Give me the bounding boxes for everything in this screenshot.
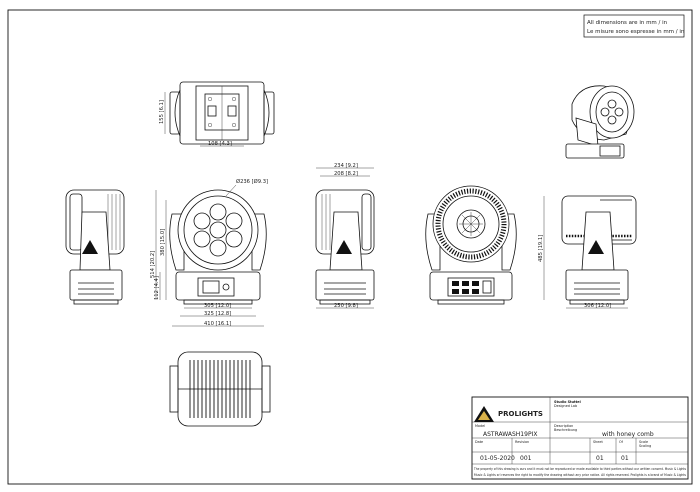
sheet-border (7, 9, 693, 485)
top-view: 155 [6.1] 108 [4.3] (159, 81, 275, 147)
dim-rear-base-width: 306 [12.0] (584, 303, 611, 309)
front-view: Ø236 [Ø9.3] 514 [20.2] 380 [15.0] 112 [4… (150, 178, 268, 327)
dim-front-base-height: 112 [4.4] (154, 276, 160, 300)
isometric-view (565, 85, 635, 159)
units-note-line2: Le misure sono espresse in mm / in (587, 29, 685, 35)
footer-line2: Music & Lights srl reserves the right to… (474, 473, 686, 477)
dim-top-height: 155 [6.1] (159, 100, 165, 124)
scale-sub: Scaling (639, 444, 651, 448)
model-value: ASTRAWASH19PIX (483, 431, 537, 438)
left-side-view (65, 189, 125, 305)
dim-rear-height: 485 [19.1] (538, 235, 544, 262)
sheet-label: Sheet (593, 440, 603, 444)
description-value: with honey comb (602, 431, 654, 438)
bottom-view (169, 351, 271, 427)
back-side-view: 485 [19.1] 306 [12.0] (538, 195, 637, 309)
dim-front-total-height: 514 [20.2] (150, 251, 156, 278)
units-note: All dimensions are in mm / in Le misure … (583, 14, 685, 38)
dim-side-width1: 234 [9.2] (334, 163, 358, 169)
dim-top-width: 108 [4.3] (208, 141, 232, 147)
title-block: PROLIGHTS Studio Stuttel Designed Lab De… (471, 396, 689, 480)
desc-label: Description (554, 424, 573, 428)
dim-front-head-height: 380 [15.0] (160, 229, 166, 256)
dim-front-width3: 410 [16.1] (204, 321, 231, 327)
brand-name: PROLIGHTS (498, 410, 543, 418)
scale-label: Scale (639, 440, 648, 444)
company-label: Studio Stuttel (554, 400, 581, 404)
dim-front-width1: 305 [12.0] (204, 303, 231, 309)
units-note-line1: All dimensions are in mm / in (587, 20, 668, 26)
dim-side-base-width: 250 [9.8] (334, 303, 358, 309)
lens-array (193, 203, 243, 257)
of-value: 01 (621, 455, 629, 462)
desc-sub: Beschreibung (554, 428, 577, 432)
dim-side-width2: 208 [8.2] (334, 171, 358, 177)
of-label: Of (619, 440, 624, 444)
right-side-view: 234 [9.2] 208 [8.2] 250 [9.8] (315, 163, 375, 309)
date-value: 01-05-2020 (480, 455, 515, 462)
date-label: Date (475, 440, 483, 444)
dim-front-diameter: Ø236 [Ø9.3] (236, 178, 268, 185)
dim-front-width2: 325 [12.8] (204, 311, 231, 317)
footer-line1: The property of this drawing is ours and… (473, 467, 686, 471)
prolights-logo (474, 406, 494, 422)
rev-label: Revision (515, 440, 529, 444)
rear-view (425, 185, 517, 305)
rev-value: 001 (520, 455, 532, 462)
sheet-value: 01 (596, 455, 604, 462)
company-sub: Designed Lab (554, 404, 577, 408)
model-label: Model (475, 424, 485, 428)
